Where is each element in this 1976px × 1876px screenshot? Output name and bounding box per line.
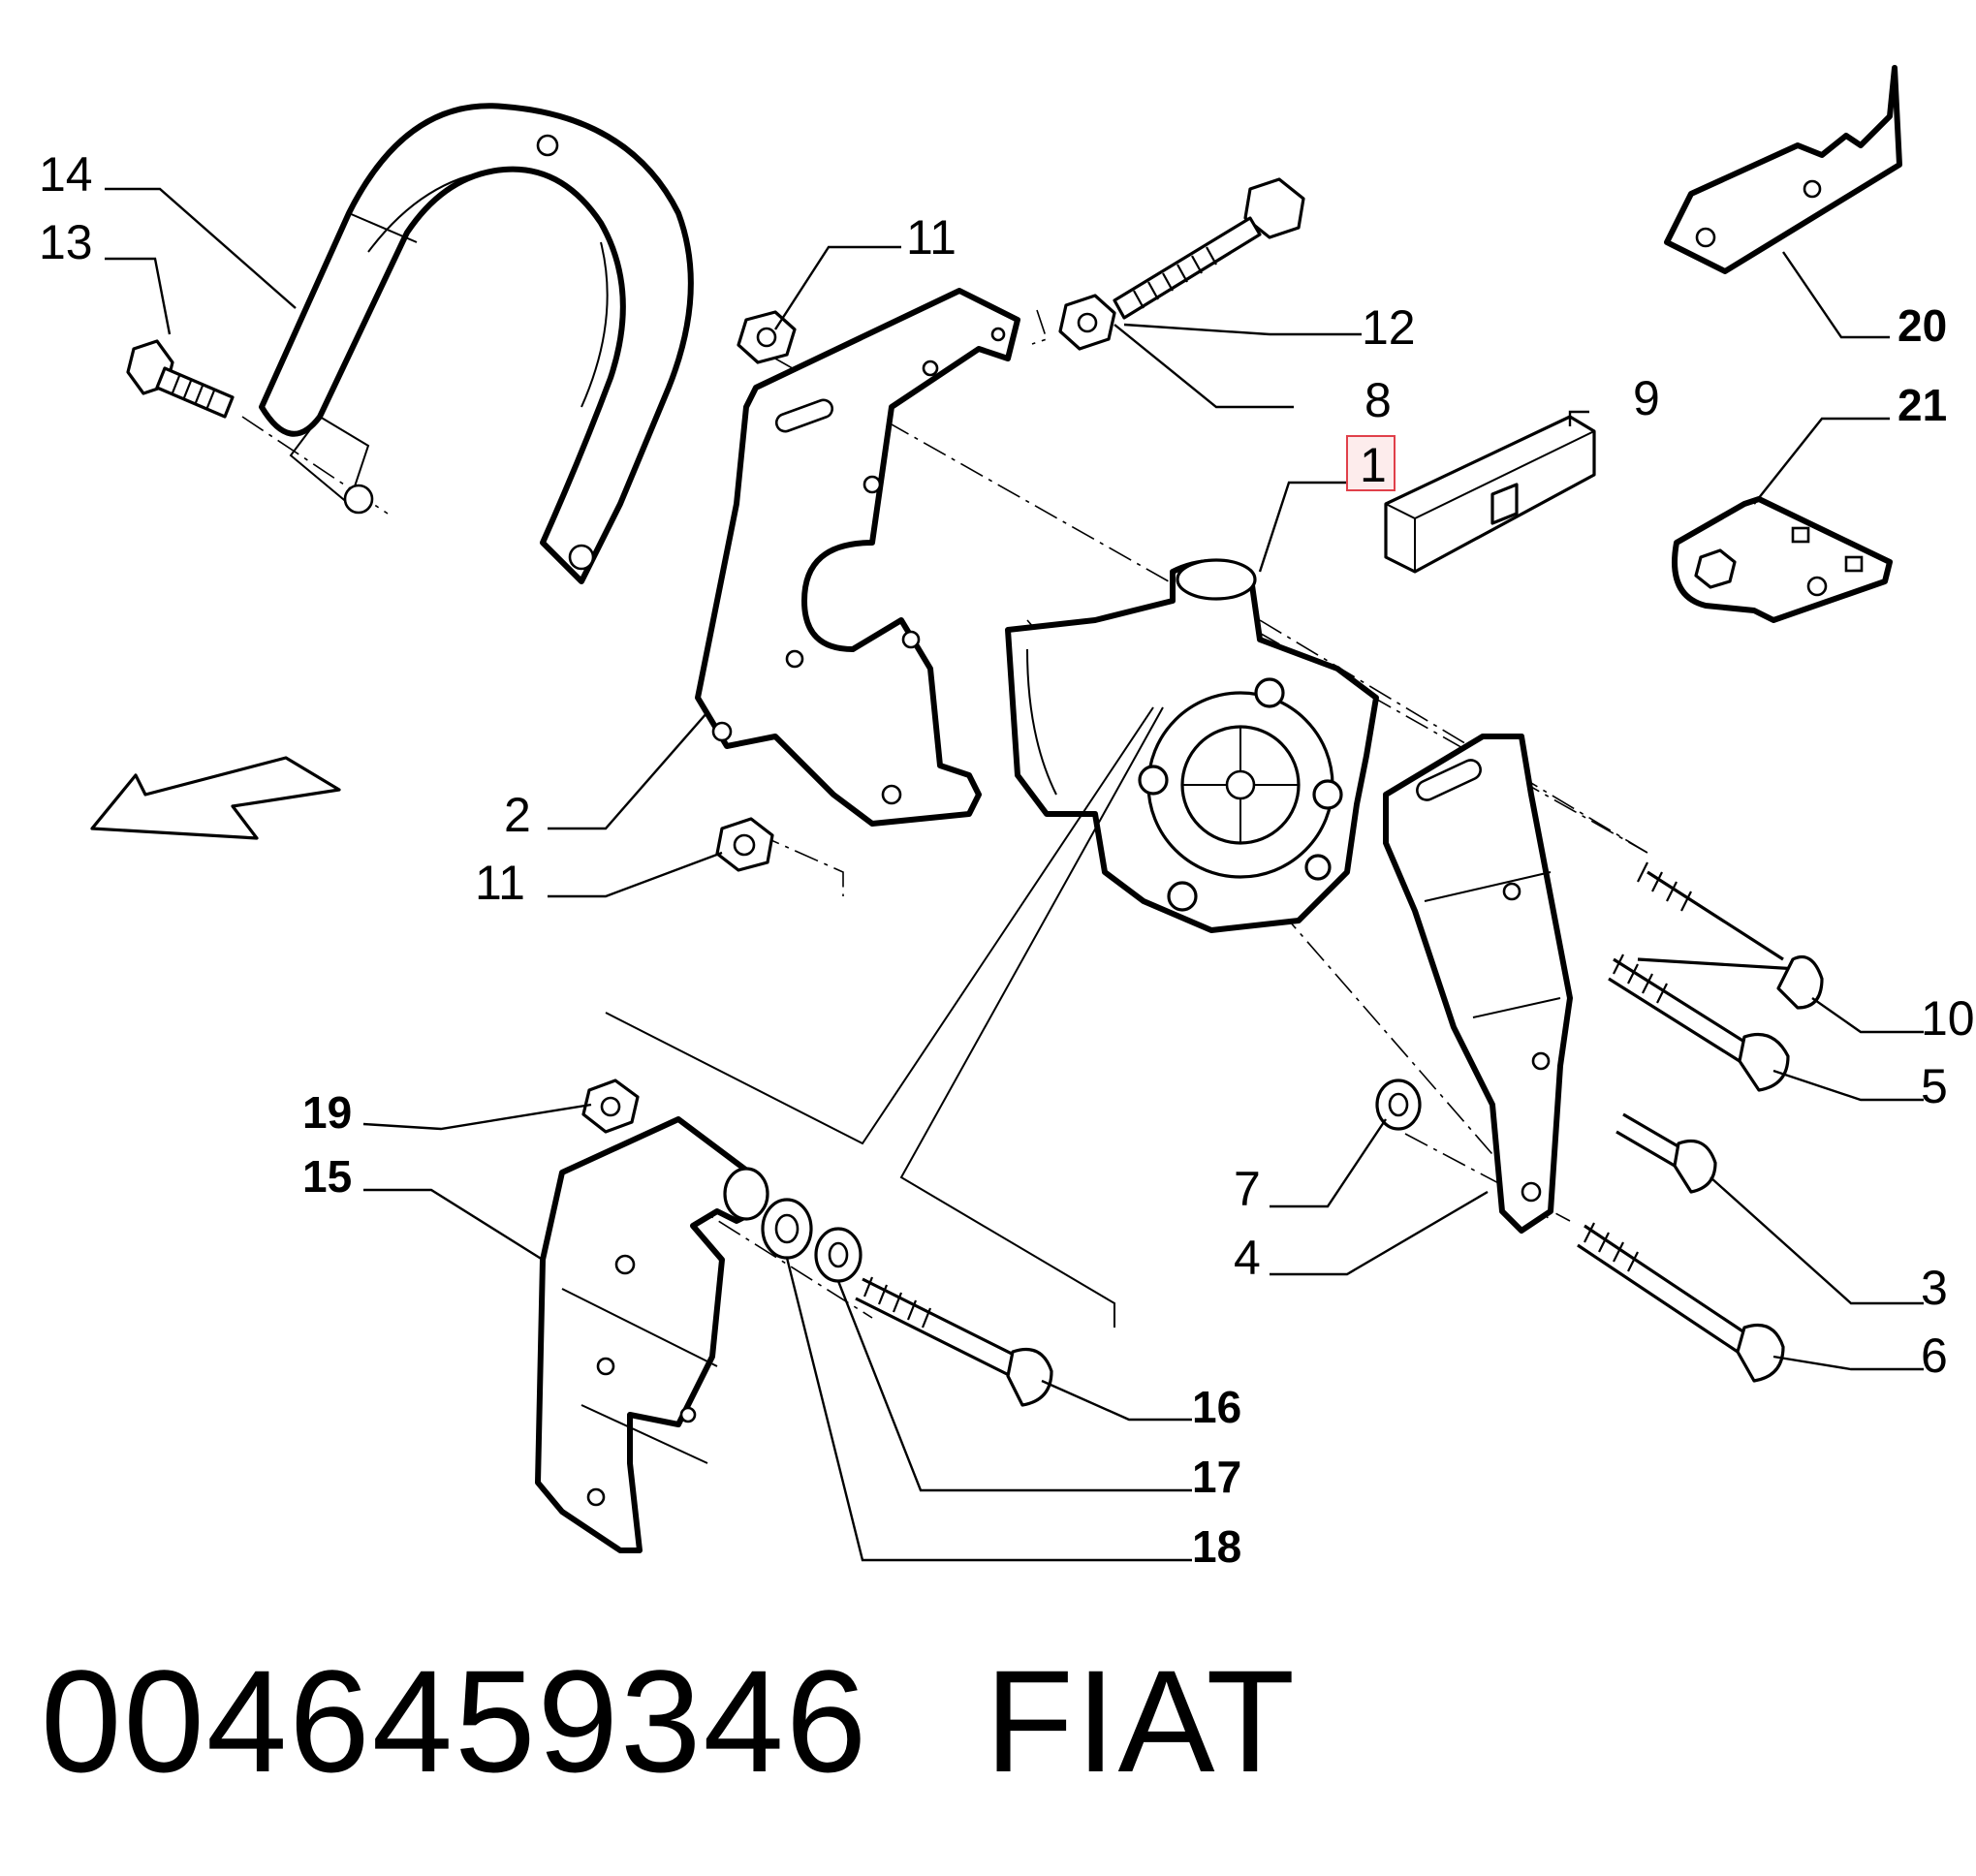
- part-20-bracket: [1664, 65, 1902, 274]
- part-15-bracket: [535, 1116, 769, 1553]
- part-3-bolt: [1615, 1112, 1717, 1194]
- part-10-bolt: [1637, 861, 1824, 1010]
- part-11-nut-lower: [715, 817, 774, 872]
- part-1-highlight-box: [1346, 435, 1396, 491]
- callout-9: 9: [1633, 371, 1660, 425]
- callout-10: 10: [1921, 991, 1975, 1046]
- callout-21: 21: [1898, 380, 1947, 430]
- callout-8: 8: [1364, 373, 1392, 427]
- callout-15: 15: [302, 1151, 352, 1202]
- direction-arrow-icon: [90, 756, 341, 840]
- part-12-long-bolt: [1113, 177, 1305, 320]
- part-9-cover: [1384, 415, 1596, 574]
- connector-lines: [605, 706, 1164, 1328]
- part-1-pump: [1005, 558, 1379, 933]
- callout-4: 4: [1234, 1231, 1261, 1285]
- part-5-bolt: [1608, 954, 1790, 1092]
- part-17-washer: [814, 1227, 863, 1283]
- callout-6: 6: [1921, 1329, 1948, 1383]
- part-number-caption: 0046459346 FIAT: [41, 1638, 1297, 1805]
- leader-lines: [105, 187, 1924, 1562]
- callout-3: 3: [1921, 1261, 1948, 1315]
- part-19-nut: [581, 1079, 640, 1134]
- callout-17: 17: [1192, 1452, 1241, 1502]
- callout-11-lower: 11: [475, 856, 525, 910]
- part-4-bracket: [1383, 734, 1573, 1234]
- part-2-mounting-plate: [695, 288, 1020, 827]
- callout-13: 13: [39, 215, 93, 269]
- part-13-bolt: [126, 339, 235, 419]
- part-16-bolt: [855, 1276, 1053, 1407]
- part-number: 0046459346: [41, 1640, 869, 1802]
- callout-7: 7: [1234, 1162, 1261, 1216]
- part-7-washer: [1375, 1079, 1422, 1131]
- part-6-bolt: [1577, 1222, 1785, 1383]
- callout-20: 20: [1898, 300, 1947, 351]
- callout-14: 14: [39, 147, 93, 202]
- callout-16: 16: [1192, 1382, 1241, 1432]
- callout-18: 18: [1192, 1521, 1241, 1572]
- callout-labels: 1 2 11 11 12 8 9 14 13 20 21 10 5 7 4 3 …: [39, 147, 1975, 1572]
- brand-name: FIAT: [985, 1640, 1298, 1802]
- part-18-washer: [761, 1198, 813, 1260]
- callout-19: 19: [302, 1087, 352, 1138]
- part-21-bracket: [1672, 496, 1893, 623]
- callout-1: 1: [1360, 438, 1387, 492]
- part-14-u-bracket: [259, 103, 694, 584]
- part-11-nut-upper: [737, 310, 797, 364]
- callout-5: 5: [1921, 1059, 1948, 1113]
- callout-11-upper: 11: [906, 210, 957, 265]
- callout-2: 2: [504, 788, 531, 842]
- part-8-nut: [1058, 294, 1116, 351]
- callout-12: 12: [1362, 300, 1416, 355]
